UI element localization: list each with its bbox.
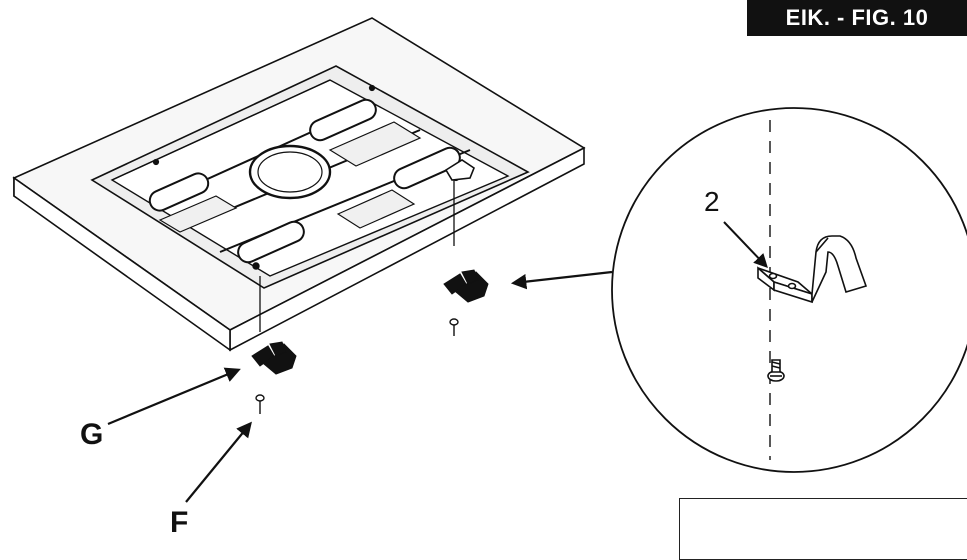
figure-label: EIK. - FIG. 10: [747, 0, 967, 36]
detail-circle: [611, 107, 967, 473]
guide-lines: [259, 180, 455, 332]
detail-bracket: [757, 235, 868, 304]
arrow-f: [185, 421, 252, 503]
screw-right: [449, 318, 459, 336]
bracket-right: [443, 269, 489, 303]
detail-screw: [767, 359, 785, 382]
callout-2: 2: [704, 186, 720, 217]
screw-left: [255, 394, 265, 414]
assembly-diagram: [12, 17, 967, 503]
arrow-2: [723, 221, 768, 269]
tray-inner-plate: [110, 79, 510, 277]
bracket-g: [251, 341, 297, 375]
callout-f: F: [170, 506, 189, 539]
arrow-to-bracket: [510, 270, 613, 290]
callout-g: G: [80, 418, 104, 451]
arrow-g: [107, 367, 241, 426]
caption-box: [679, 498, 967, 560]
